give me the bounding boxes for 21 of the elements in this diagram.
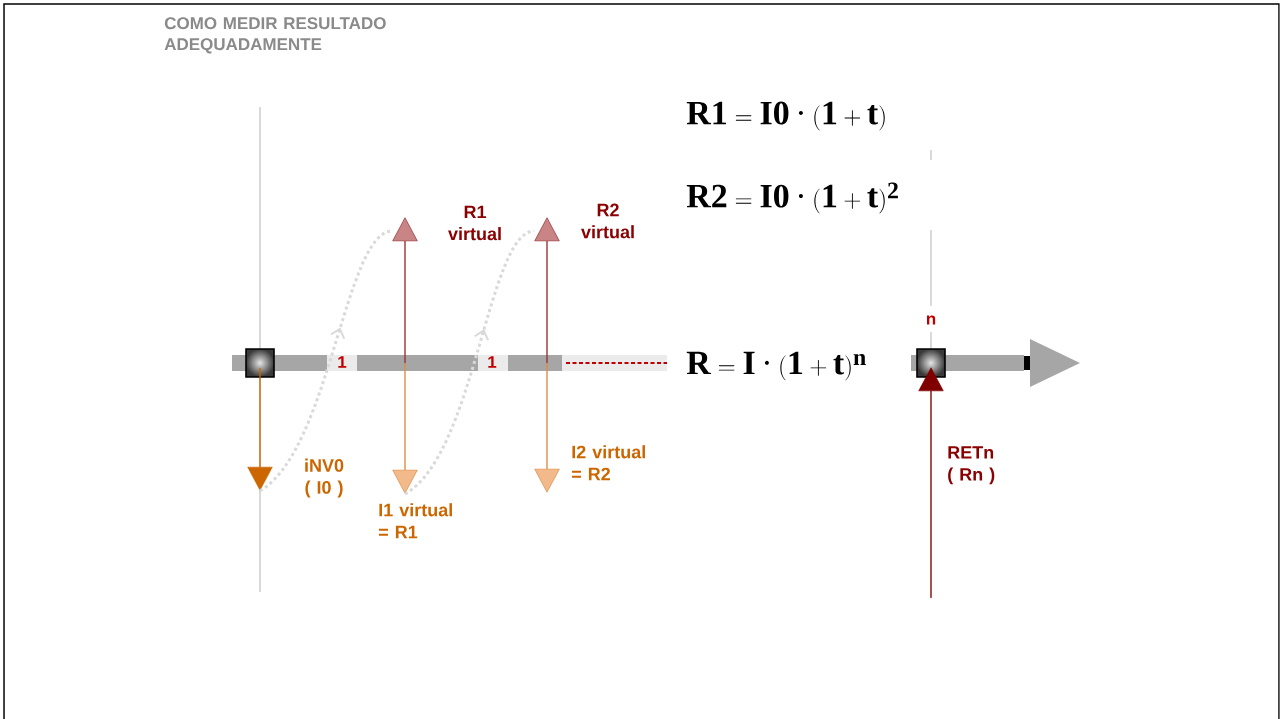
arrow-caption: I1 virtual = R1 xyxy=(378,503,452,539)
formula: $\mathbf{R2} = \mathbf{I0} \mathbin{\mathbf{·}} (\mathbf{1} + \mathbf{t})^{\mathbf{2}}$ xyxy=(686,182,898,214)
formula: $\mathbf{R1} = \mathbf{I0} \mathbin{\mathbf{·}} (\mathbf{1} + \mathbf{t})$ xyxy=(686,101,885,131)
period-number: 1 xyxy=(336,355,348,369)
cash-flow-arrow xyxy=(534,362,560,493)
cash-flow-arrow xyxy=(918,367,944,598)
arrow-caption: R1 virtual xyxy=(448,205,501,241)
period-box xyxy=(916,348,946,378)
period-number: 1 xyxy=(486,355,498,369)
arrow-caption: I2 virtual = R2 xyxy=(571,445,645,481)
cash-flow-arrow xyxy=(392,217,418,363)
arrow-caption: iNV0 ( I0 ) xyxy=(305,458,344,498)
cash-flow-arrow xyxy=(392,362,418,494)
arrow-caption: R2 virtual xyxy=(581,203,634,239)
cash-flow-arrow xyxy=(247,367,273,491)
title: COMO MEDIR RESULTADO ADEQUADAMENTE xyxy=(164,17,386,54)
cash-flow-arrow xyxy=(534,217,560,363)
arrow-caption: RETn ( Rn ) xyxy=(948,446,995,485)
period-box xyxy=(245,348,275,378)
formula: $\mathbf{R} = \mathbf{I} \mathbin{\mathbf{·}} (\mathbf{1} + \mathbf{t})^{\mathbf{n}}$ xyxy=(686,351,866,381)
period-number: n xyxy=(924,314,938,326)
